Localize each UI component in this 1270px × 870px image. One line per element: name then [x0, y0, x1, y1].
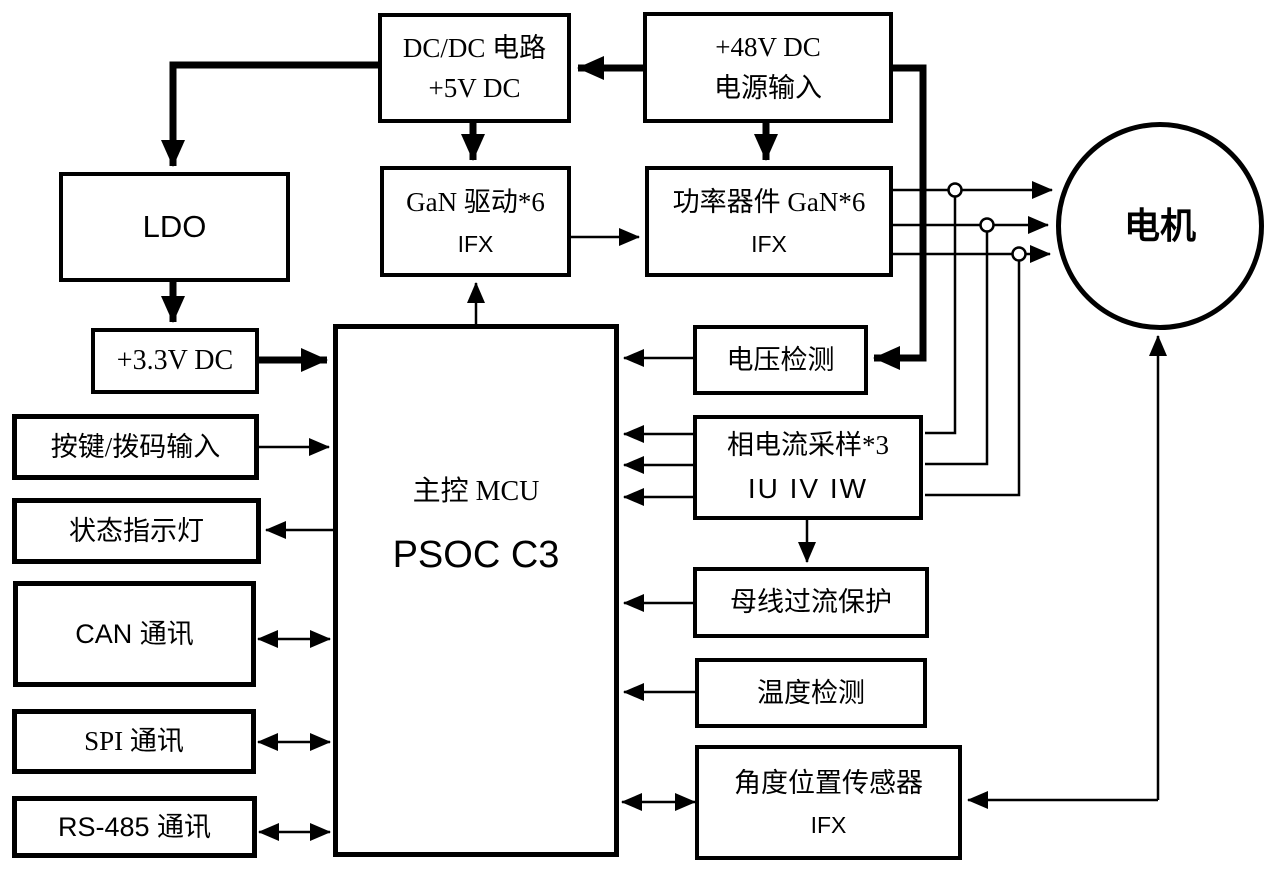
dcdc-label-line2: +5V DC [428, 73, 521, 103]
node-phase-current: 相电流采样*3 IU IV IW [693, 415, 923, 520]
motor-label: 电机 [1123, 206, 1196, 246]
sense-tap-w [925, 261, 1021, 497]
node-power-input: +48V DC 电源输入 [643, 12, 893, 123]
phase-current-label-line2: IU IV IW [747, 472, 869, 504]
ldo-label: LDO [142, 208, 207, 244]
status-led-label: 状态指示灯 [69, 515, 204, 546]
junction-dot-u [947, 182, 963, 198]
sense-tap-v [925, 232, 989, 466]
node-status-led: 状态指示灯 [12, 498, 261, 564]
dcdc-label-line1: DC/DC 电路 [402, 32, 547, 63]
power-input-label-line1: +48V DC [715, 32, 821, 62]
node-ldo: LDO [59, 172, 290, 282]
mcu-label-line1: 主控 MCU [412, 476, 540, 507]
angle-sensor-label-line1: 角度位置传感器 [734, 768, 923, 798]
arrow-48v-to-voltage-detect [873, 64, 927, 370]
arrow-dcdc-to-ldo [161, 61, 379, 167]
node-key-input: 按键/拨码输入 [12, 414, 259, 480]
node-can: CAN 通讯 [13, 581, 256, 687]
node-power-device: 功率器件 GaN*6 IFX [645, 166, 893, 277]
can-label: CAN 通讯 [75, 618, 194, 649]
3v3-label: +3.3V DC [116, 345, 234, 376]
key-input-label: 按键/拨码输入 [50, 431, 221, 462]
temp-label: 温度检测 [757, 677, 865, 708]
node-dcdc: DC/DC 电路 +5V DC [378, 13, 571, 123]
voltage-detect-label: 电压检测 [726, 344, 835, 375]
node-motor: 电机 [1056, 122, 1264, 330]
gan-driver-label: GaN 驱动*6 [406, 187, 545, 217]
sense-tap-u [925, 197, 957, 435]
power-input-label-line2: 电源输入 [714, 72, 822, 103]
gan-driver-vendor-label: IFX [457, 230, 494, 257]
node-bus-ocp: 母线过流保护 [693, 567, 929, 638]
bus-ocp-label: 母线过流保护 [730, 587, 892, 618]
node-mcu: 主控 MCU PSOC C3 [333, 324, 619, 857]
junction-dot-v [979, 217, 995, 233]
node-spi: SPI 通讯 [12, 709, 256, 774]
mcu-label-line2: PSOC C3 [392, 534, 560, 576]
power-device-label: 功率器件 GaN*6 [672, 187, 866, 217]
junction-dot-w [1011, 246, 1027, 262]
node-angle-sensor: 角度位置传感器 IFX [695, 745, 962, 860]
node-temp: 温度检测 [695, 658, 927, 728]
phase-current-label-line1: 相电流采样*3 [727, 430, 889, 461]
node-voltage-detect: 电压检测 [693, 325, 868, 395]
spi-label: SPI 通讯 [84, 726, 184, 757]
node-gan-driver: GaN 驱动*6 IFX [380, 166, 571, 277]
node-3v3: +3.3V DC [91, 328, 259, 394]
power-device-vendor-label: IFX [751, 230, 787, 257]
angle-sensor-vendor-label: IFX [810, 811, 847, 838]
node-rs485: RS-485 通讯 [12, 796, 257, 858]
rs485-label: RS-485 通讯 [57, 811, 212, 842]
